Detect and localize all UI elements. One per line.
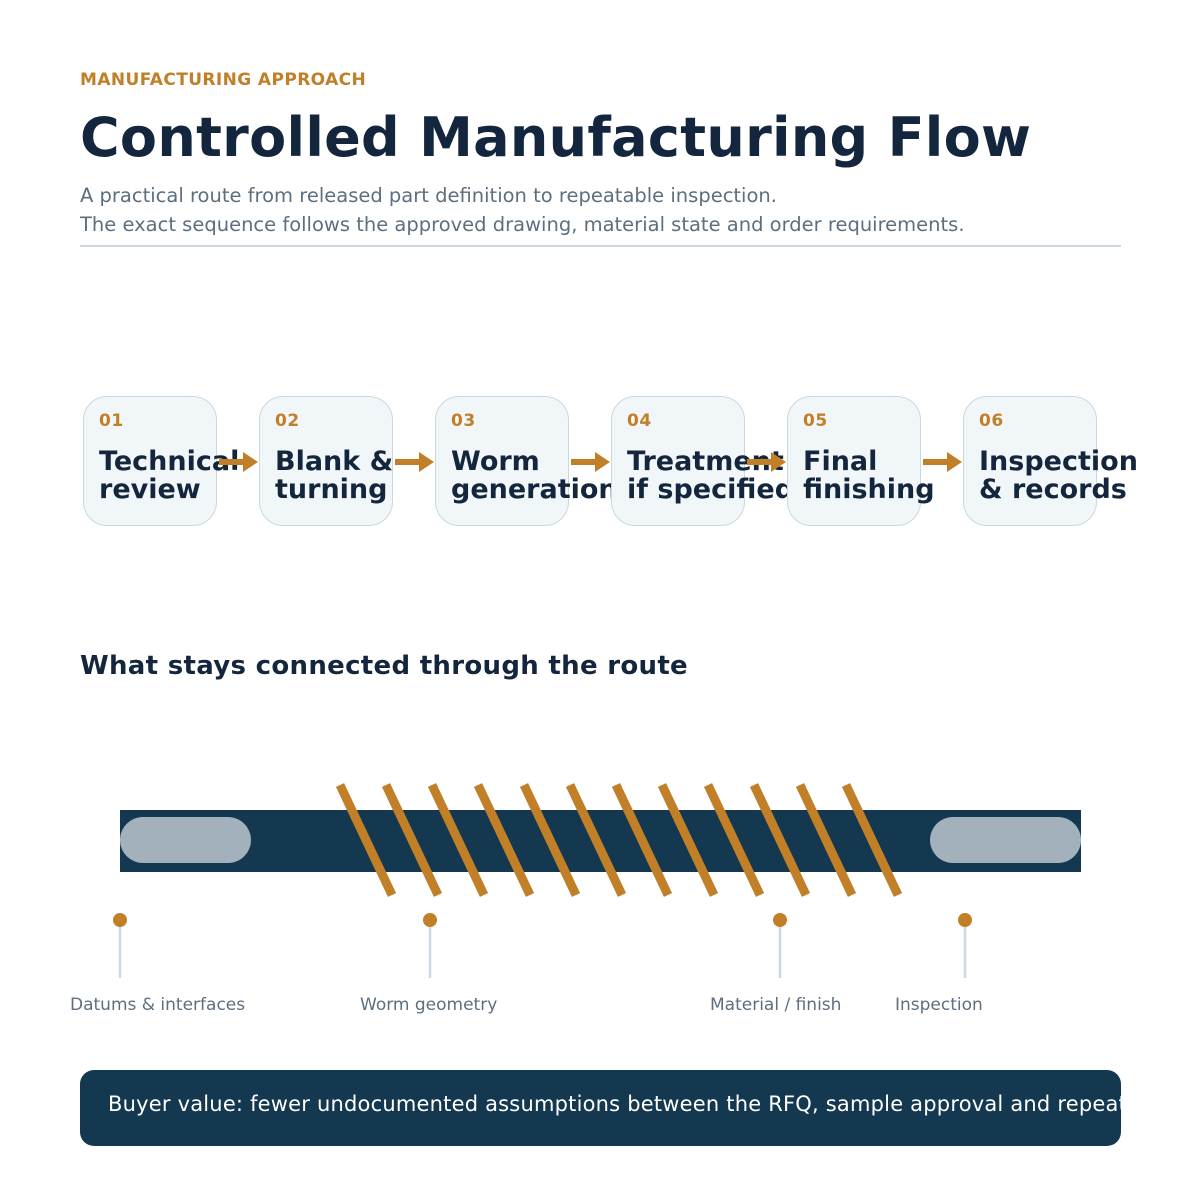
step-label-line: generation	[451, 474, 618, 505]
step-number: 01	[99, 411, 124, 431]
step-label: Blank & turning	[275, 448, 475, 504]
pin-material-finish	[773, 913, 787, 978]
step-number: 06	[979, 411, 1004, 431]
step-treatment: 04 Treatment if specified	[611, 396, 794, 526]
worm-thread	[427, 783, 489, 897]
worm-thread-group	[335, 783, 903, 897]
step-label-line: review	[99, 474, 201, 505]
flow-arrow-icon	[395, 452, 434, 472]
worm-thread	[473, 783, 535, 897]
worm-thread	[703, 783, 765, 897]
worm-thread	[749, 783, 811, 897]
callout-worm-geometry-label: Worm geometry	[360, 995, 498, 1015]
worm-thread	[841, 783, 903, 897]
step-label-line: finishing	[803, 474, 935, 505]
callout-datums-label: Datums & interfaces	[70, 995, 246, 1015]
flow-arrow-icon	[219, 452, 258, 472]
worm-thread	[795, 783, 857, 897]
worm-thread	[565, 783, 627, 897]
worm-thread	[657, 783, 719, 897]
worm-thread	[611, 783, 673, 897]
page-subtitle: A practical route from released part def…	[80, 181, 965, 239]
process-flow: 01 Technical review 02 Blank & turning 0…	[83, 396, 1138, 526]
step-label-line: Technical	[99, 446, 240, 477]
step-label-line: Final	[803, 446, 878, 477]
page-title: Controlled Manufacturing Flow	[80, 106, 1032, 169]
step-label: Inspection & records	[979, 448, 1179, 504]
right-journal	[930, 817, 1081, 863]
left-journal	[120, 817, 251, 863]
worm-thread	[519, 783, 581, 897]
step-label-line: & records	[979, 474, 1127, 505]
step-worm-generation: 03 Worm generation	[435, 396, 618, 526]
step-label-line: if specified	[627, 474, 795, 505]
callout-material-finish-label: Material / finish	[710, 995, 842, 1015]
callout-inspection-label: Inspection	[895, 995, 983, 1015]
pin-inspection	[958, 913, 972, 978]
step-label-line: turning	[275, 474, 388, 505]
pin-datums	[113, 913, 127, 978]
step-label-line: Blank &	[275, 446, 394, 477]
step-label: Final finishing	[803, 448, 1003, 504]
step-inspection-records: 06 Inspection & records	[963, 396, 1138, 526]
header-divider	[80, 245, 1121, 247]
buyer-value-text: Buyer value: fewer undocumented assumpti…	[108, 1092, 1121, 1116]
step-label-line: Inspection	[979, 446, 1138, 477]
pin-worm-geometry	[423, 913, 437, 978]
eyebrow-label: MANUFACTURING APPROACH	[80, 70, 367, 90]
step-label: Technical review	[99, 448, 299, 504]
subtitle-line-2: The exact sequence follows the approved …	[80, 213, 965, 236]
step-number: 03	[451, 411, 476, 431]
worm-shaft-diagram	[113, 783, 1081, 978]
worm-thread	[381, 783, 443, 897]
step-number: 05	[803, 411, 828, 431]
buyer-value-banner: Buyer value: fewer undocumented assumpti…	[80, 1070, 1121, 1146]
worm-thread	[335, 783, 397, 897]
step-number: 02	[275, 411, 300, 431]
flow-arrow-icon	[571, 452, 610, 472]
step-number: 04	[627, 411, 652, 431]
flow-arrow-icon	[923, 452, 962, 472]
step-technical-review: 01 Technical review	[83, 396, 239, 526]
step-label-line: Worm	[451, 446, 540, 477]
step-final-finishing: 05 Final finishing	[787, 396, 935, 526]
flow-arrow-icon	[747, 452, 786, 472]
section-title: What stays connected through the route	[80, 651, 688, 681]
step-label: Worm generation	[451, 448, 651, 504]
subtitle-line-1: A practical route from released part def…	[80, 184, 777, 207]
step-blank-turning: 02 Blank & turning	[259, 396, 393, 526]
